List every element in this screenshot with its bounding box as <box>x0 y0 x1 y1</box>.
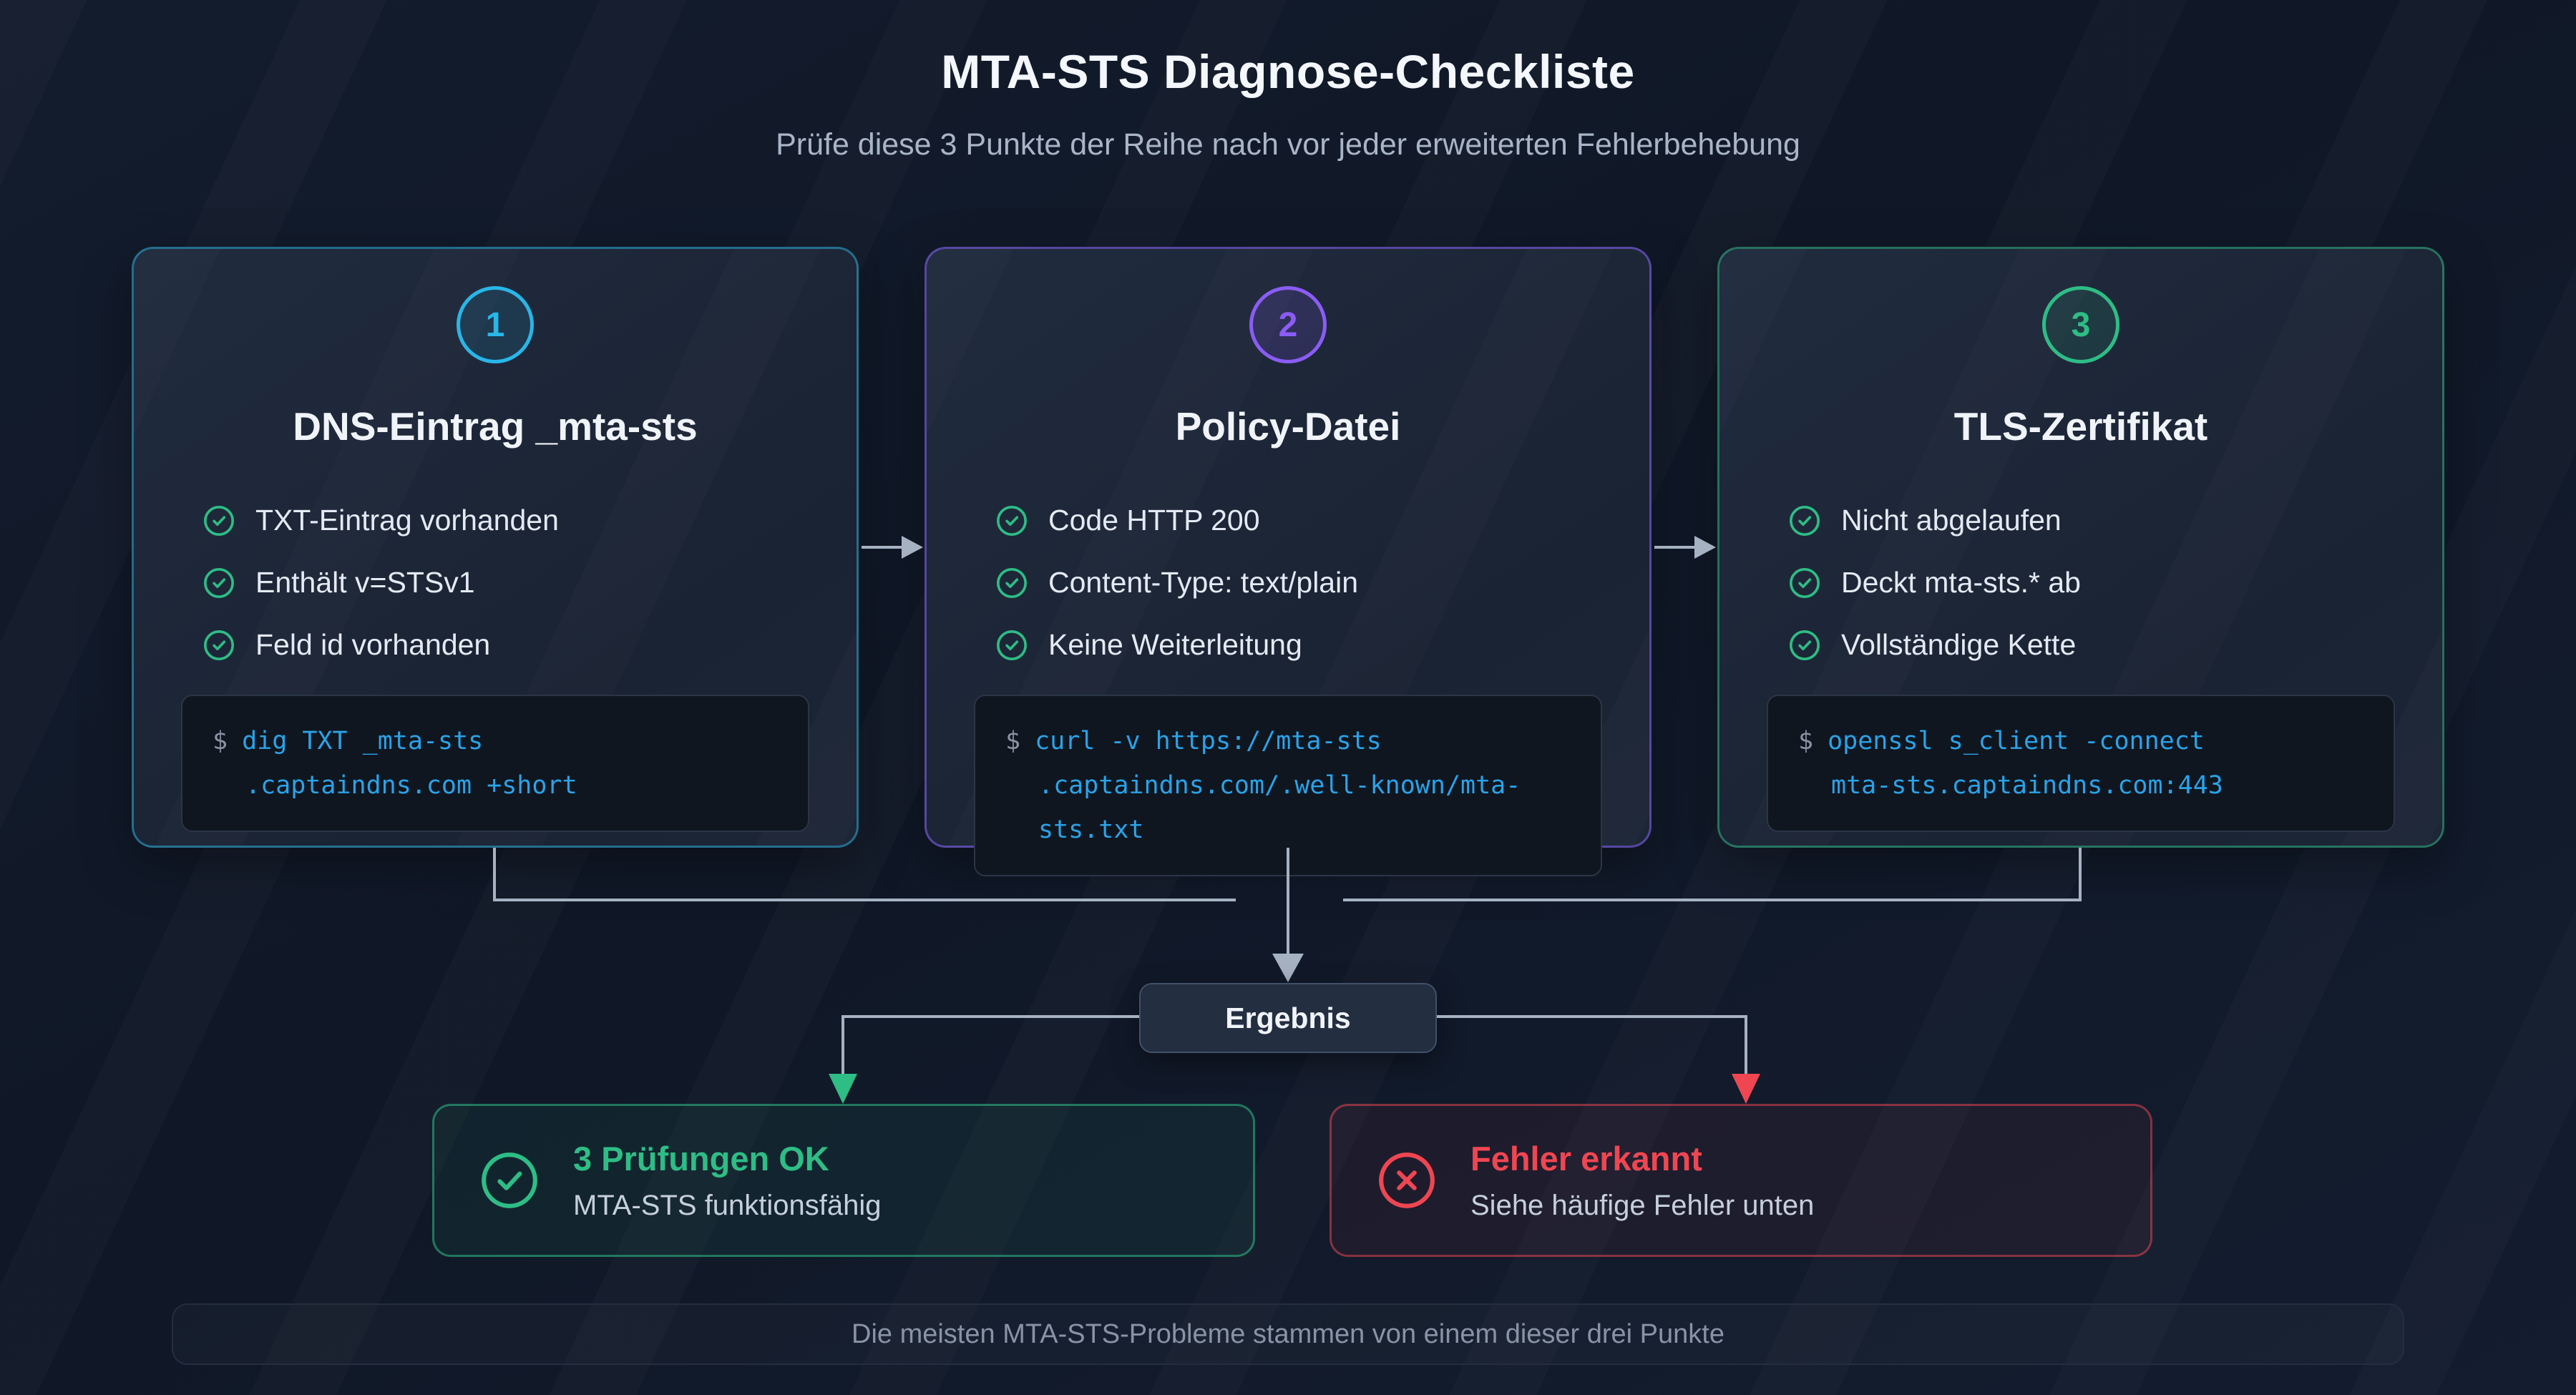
checklist-item: Code HTTP 200 <box>995 504 1602 537</box>
check-circle-icon <box>203 567 235 599</box>
checklist-item-label: Nicht abgelaufen <box>1841 504 2062 537</box>
checklist-item: Deckt mta-sts.* ab <box>1788 566 2395 599</box>
connector-line <box>2079 848 2082 900</box>
check-circle-icon <box>1788 567 1821 599</box>
checklist-item-label: Feld id vorhanden <box>255 628 491 661</box>
steps-row: 1 DNS-Eintrag _mta-sts TXT-Eintrag vorha… <box>132 247 2444 876</box>
check-circle-icon <box>1788 504 1821 537</box>
command-text: dig TXT _mta-sts <box>242 727 484 755</box>
outcome-text: 3 Prüfungen OK MTA-STS funktionsfähig <box>573 1139 882 1222</box>
check-circle-icon <box>1788 629 1821 662</box>
check-circle-icon <box>479 1150 540 1211</box>
checklist-item-label: Deckt mta-sts.* ab <box>1841 566 2081 599</box>
step-number: 1 <box>485 305 505 344</box>
outcome-title: Fehler erkannt <box>1470 1140 1702 1178</box>
checklist-item: Enthält v=STSv1 <box>203 566 809 599</box>
connector-line <box>1437 1015 1747 1018</box>
step-number: 2 <box>1278 305 1298 344</box>
checklist-item: Feld id vorhanden <box>203 628 809 662</box>
card-title: TLS-Zertifikat <box>1953 404 2208 449</box>
code-line: .captaindns.com/.well-known/mta-sts.txt <box>1005 763 1571 852</box>
check-circle-icon <box>995 629 1028 662</box>
checklist: Nicht abgelaufen Deckt mta-sts.* ab Voll… <box>1767 504 2395 662</box>
code-line: $ curl -v https://mta-sts <box>1005 719 1571 763</box>
header: MTA-STS Diagnose-Checkliste Prüfe diese … <box>0 44 2576 162</box>
check-circle-icon <box>995 504 1028 537</box>
shell-prompt: $ <box>1005 727 1021 755</box>
shell-prompt: $ <box>1798 727 1814 755</box>
connector-line <box>1287 848 1289 955</box>
code-block-dig: $ dig TXT _mta-sts .captaindns.com +short <box>181 695 809 832</box>
code-block-curl: $ curl -v https://mta-sts .captaindns.com… <box>974 695 1602 876</box>
checklist-item-label: TXT-Eintrag vorhanden <box>255 504 559 537</box>
card-tls-certificate: 3 TLS-Zertifikat Nicht abgelaufen Deckt … <box>1717 247 2444 848</box>
checklist-item-label: Keine Weiterleitung <box>1048 628 1302 661</box>
x-circle-icon <box>1376 1150 1438 1211</box>
card-title: Policy-Datei <box>1175 404 1401 449</box>
footer-note: Die meisten MTA-STS-Probleme stammen von… <box>172 1303 2404 1365</box>
checklist-item-label: Content-Type: text/plain <box>1048 566 1359 599</box>
check-circle-icon <box>203 629 235 662</box>
outcome-success-box: 3 Prüfungen OK MTA-STS funktionsfähig <box>432 1104 1255 1257</box>
checklist: TXT-Eintrag vorhanden Enthält v=STSv1 Fe… <box>181 504 809 662</box>
arrow-right-icon <box>859 536 924 559</box>
outcome-title: 3 Prüfungen OK <box>573 1140 829 1178</box>
checklist: Code HTTP 200 Content-Type: text/plain K… <box>974 504 1602 662</box>
outcome-error-box: Fehler erkannt Siehe häufige Fehler unte… <box>1330 1104 2152 1257</box>
step-number: 3 <box>2071 305 2091 344</box>
checklist-item: TXT-Eintrag vorhanden <box>203 504 809 537</box>
command-text: .captaindns.com/.well-known/mta-sts.txt <box>1038 771 1521 844</box>
outcome-text: Fehler erkannt Siehe häufige Fehler unte… <box>1470 1139 1814 1222</box>
checklist-item: Keine Weiterleitung <box>995 628 1602 662</box>
shell-prompt: $ <box>213 727 228 755</box>
outcome-subtitle: Siehe häufige Fehler unten <box>1470 1190 1815 1221</box>
check-circle-icon <box>995 567 1028 599</box>
command-text: .captaindns.com +short <box>245 771 577 800</box>
page-subtitle: Prüfe diese 3 Punkte der Reihe nach vor … <box>776 127 1800 162</box>
arrow-down-success-icon <box>829 1074 857 1104</box>
result-node: Ergebnis <box>1139 983 1437 1053</box>
arrow-down-icon <box>1272 954 1304 982</box>
command-text: openssl s_client -connect <box>1828 727 2205 755</box>
step-3-number-badge: 3 <box>2042 286 2119 363</box>
step-1-number-badge: 1 <box>457 286 534 363</box>
code-line: $ openssl s_client -connect <box>1798 719 2363 763</box>
checklist-item: Content-Type: text/plain <box>995 566 1602 599</box>
code-block-openssl: $ openssl s_client -connect mta-sts.capta… <box>1767 695 2395 832</box>
card-title: DNS-Eintrag _mta-sts <box>293 404 698 449</box>
checklist-item-label: Code HTTP 200 <box>1048 504 1260 537</box>
checklist-item-label: Vollständige Kette <box>1841 628 2077 661</box>
checklist-item: Vollständige Kette <box>1788 628 2395 662</box>
connector-line <box>493 899 1236 901</box>
connector-line <box>841 1015 1139 1018</box>
arrow-down-error-icon <box>1732 1074 1760 1104</box>
connector-line <box>1745 1015 1747 1075</box>
arrow-right-icon <box>1652 536 1717 559</box>
checklist-item-label: Enthält v=STSv1 <box>255 566 475 599</box>
checklist-item: Nicht abgelaufen <box>1788 504 2395 537</box>
connector-line <box>493 848 496 900</box>
footer-note-text: Die meisten MTA-STS-Probleme stammen von… <box>852 1318 1724 1349</box>
result-label: Ergebnis <box>1225 1001 1351 1034</box>
check-circle-icon <box>203 504 235 537</box>
card-dns-record: 1 DNS-Eintrag _mta-sts TXT-Eintrag vorha… <box>132 247 859 848</box>
code-line: $ dig TXT _mta-sts <box>213 719 778 763</box>
command-text: mta-sts.captaindns.com:443 <box>1831 771 2223 800</box>
page-title: MTA-STS Diagnose-Checkliste <box>941 45 1635 98</box>
code-line: .captaindns.com +short <box>213 763 778 808</box>
connector-line <box>1343 899 2082 901</box>
step-2-number-badge: 2 <box>1249 286 1327 363</box>
outcome-subtitle: MTA-STS funktionsfähig <box>573 1190 882 1221</box>
code-line: mta-sts.captaindns.com:443 <box>1798 763 2363 808</box>
card-policy-file: 2 Policy-Datei Code HTTP 200 Content-Typ… <box>924 247 1652 876</box>
command-text: curl -v https://mta-sts <box>1035 727 1382 755</box>
connector-line <box>841 1015 844 1075</box>
